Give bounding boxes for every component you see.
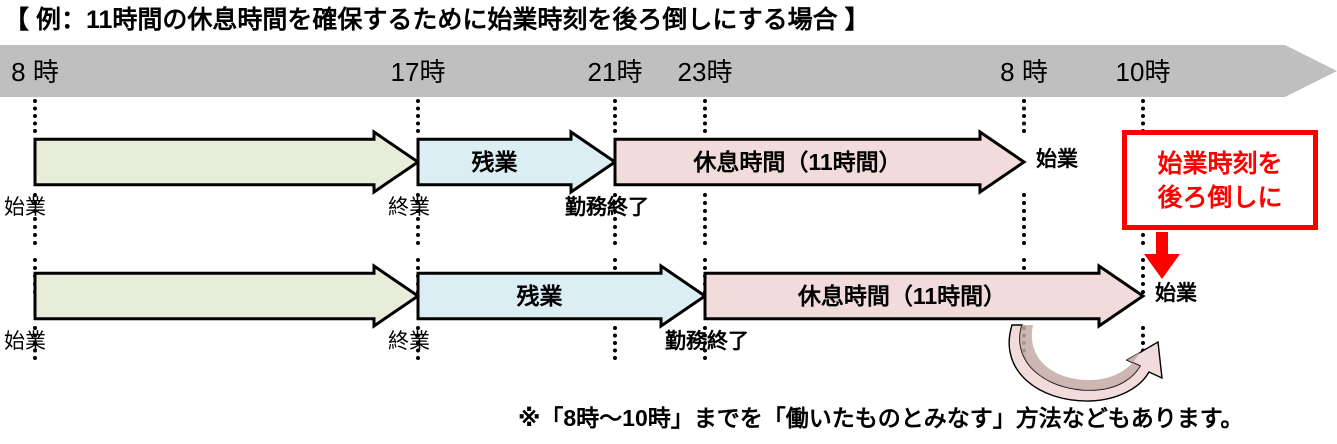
timeline-tick-4: 8 時 <box>1000 57 1048 87</box>
guide-line-3-1 <box>703 193 707 245</box>
guide-line-1-1 <box>416 193 420 245</box>
bar-row-after-2 <box>703 263 1146 329</box>
bar-row-before-0 <box>33 129 421 195</box>
timeline-banner <box>0 45 1337 97</box>
guide-line-3-0 <box>703 99 707 133</box>
callout-box <box>1122 130 1318 230</box>
row-before-bars <box>0 128 1337 196</box>
page-title: 【 例：11時間の休息時間を確保するために始業時刻を後ろ倒しにする場合 】 <box>4 6 870 34</box>
edge-label-row-before-0: 始業 <box>4 196 46 219</box>
bar-label-row-after-1: 残業 <box>516 283 563 309</box>
timeline-tick-2: 21時 <box>587 57 643 87</box>
row-after-bars <box>0 262 1337 330</box>
timeline-tick-3: 23時 <box>677 57 733 87</box>
guide-line-2-0 <box>613 99 617 133</box>
guide-line-0-1 <box>33 193 37 245</box>
callout-down-arrow-icon <box>1140 232 1184 280</box>
guide-line-5-3 <box>1141 326 1145 360</box>
guide-line-4-0 <box>1022 99 1026 133</box>
guide-line-0-3 <box>33 326 37 360</box>
edge-label-row-before-1: 終業 <box>388 196 430 219</box>
shift-curve-arrow <box>990 322 1180 402</box>
bar-row-after-0 <box>33 263 421 329</box>
bar-row-before-1 <box>416 129 618 195</box>
bar-label-row-after-2: 休息時間（11時間） <box>797 283 1007 309</box>
bar-label-row-before-2: 休息時間（11時間） <box>693 149 902 175</box>
bar-row-before-2 <box>613 129 1027 195</box>
start-work-label-row-before: 始業 <box>1036 148 1078 171</box>
guide-line-1-0 <box>416 99 420 133</box>
guide-line-5-0 <box>1141 99 1145 133</box>
footnote-text: ※「8時〜10時」までを「働いたものとみなす」方法などもあります。 <box>518 405 1244 431</box>
timeline-tick-0: 8 時 <box>11 57 59 87</box>
edge-label-row-after-0: 始業 <box>4 330 46 353</box>
edge-label-row-after-2: 勤務終了 <box>665 330 749 353</box>
start-work-label-row-after: 始業 <box>1155 282 1197 305</box>
bar-label-row-before-1: 残業 <box>471 149 518 175</box>
edge-label-row-after-1: 終業 <box>388 330 430 353</box>
guide-line-2-1 <box>613 193 617 245</box>
guide-line-3-3 <box>703 326 707 360</box>
bar-row-after-1 <box>416 263 708 329</box>
timeline-tick-1: 17時 <box>390 57 446 87</box>
timeline-tick-5: 10時 <box>1115 57 1171 87</box>
guide-line-5-2 <box>1141 258 1145 294</box>
edge-label-row-before-2: 勤務終了 <box>565 196 649 219</box>
guide-line-0-0 <box>33 99 37 133</box>
guide-line-1-3 <box>416 326 420 360</box>
guide-line-4-1 <box>1022 193 1026 245</box>
guide-line-2-3 <box>613 326 617 360</box>
